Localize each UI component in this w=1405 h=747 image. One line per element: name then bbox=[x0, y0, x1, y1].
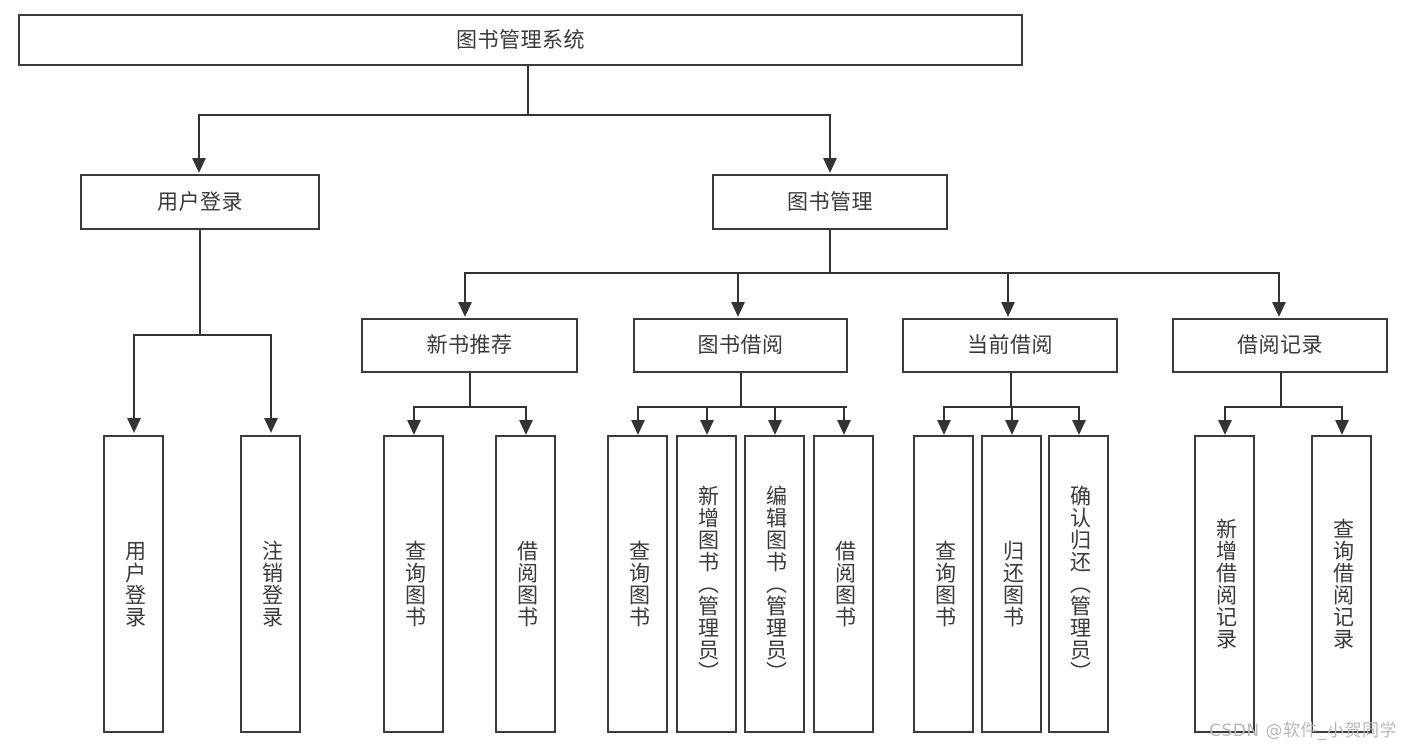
edge-current-borrow-stem bbox=[1010, 373, 1012, 408]
arrowhead-book-borrow-leaf1 bbox=[631, 420, 645, 435]
node-book-borrow[interactable]: 图书借阅 bbox=[633, 318, 848, 373]
leaf-label: 查询图书 bbox=[402, 540, 427, 628]
leaf-label: 新增借阅记录 bbox=[1213, 518, 1238, 650]
leaf-current-borrow-return-book[interactable]: 归还图书 bbox=[981, 435, 1042, 733]
arrowhead-borrow-record-leaf1 bbox=[1218, 420, 1232, 435]
node-label: 借阅记录 bbox=[1237, 333, 1323, 358]
arrowhead-user-login-child1 bbox=[127, 418, 141, 433]
leaf-label: 注销登录 bbox=[259, 540, 284, 628]
leaf-label: 用户登录 bbox=[122, 540, 147, 628]
edge-root-to-book-manage bbox=[829, 114, 831, 160]
edge-user-login-bus bbox=[133, 334, 271, 336]
node-book-management[interactable]: 图书管理 bbox=[712, 174, 948, 230]
arrowhead-current-borrow-leaf3 bbox=[1072, 420, 1086, 435]
arrowhead-borrow-record bbox=[1272, 302, 1286, 317]
leaf-book-borrow-edit-book-admin[interactable]: 编辑图书（管理员） bbox=[744, 435, 805, 733]
arrowhead-new-book-leaf1 bbox=[407, 420, 421, 435]
edge-current-borrow-leaf3 bbox=[1078, 406, 1080, 422]
node-current-borrow[interactable]: 当前借阅 bbox=[902, 318, 1118, 373]
node-label: 当前借阅 bbox=[967, 333, 1053, 358]
node-user-login[interactable]: 用户登录 bbox=[80, 174, 320, 230]
edge-book-borrow-leaf2 bbox=[706, 406, 708, 422]
edge-book-manage-bus bbox=[464, 272, 1280, 274]
node-label: 图书管理系统 bbox=[456, 27, 585, 52]
leaf-label: 确认归还（管理员） bbox=[1067, 485, 1092, 683]
arrowhead-user-login bbox=[192, 158, 206, 173]
arrowhead-new-book-leaf2 bbox=[519, 420, 533, 435]
edge-root-to-user-login bbox=[198, 114, 200, 160]
edge-user-login-child1 bbox=[133, 334, 135, 420]
leaf-current-borrow-query-book[interactable]: 查询图书 bbox=[913, 435, 974, 733]
edge-borrow-record-leaf1 bbox=[1224, 406, 1226, 422]
leaf-borrow-record-add-record[interactable]: 新增借阅记录 bbox=[1194, 435, 1255, 733]
leaf-user-login-login[interactable]: 用户登录 bbox=[103, 435, 164, 733]
edge-user-login-stem bbox=[199, 230, 201, 336]
leaf-current-borrow-confirm-return-admin[interactable]: 确认归还（管理员） bbox=[1048, 435, 1109, 733]
arrowhead-book-borrow-leaf3 bbox=[768, 420, 782, 435]
arrowhead-current-borrow-leaf1 bbox=[937, 420, 951, 435]
node-root-book-management-system[interactable]: 图书管理系统 bbox=[18, 14, 1023, 66]
arrowhead-book-borrow bbox=[731, 302, 745, 317]
edge-borrow-record-leaf2 bbox=[1341, 406, 1343, 422]
node-label: 用户登录 bbox=[157, 189, 243, 214]
edge-borrow-record-stem bbox=[1280, 373, 1282, 408]
edge-book-manage-stem bbox=[829, 230, 831, 274]
arrowhead-current-borrow bbox=[1001, 302, 1015, 317]
leaf-label: 新增图书（管理员） bbox=[695, 485, 720, 683]
edge-new-book-leaf1 bbox=[413, 406, 415, 422]
arrowhead-new-book-recommend bbox=[458, 302, 472, 317]
edge-root-stem bbox=[527, 66, 529, 115]
edge-book-borrow-leaf4 bbox=[843, 406, 845, 422]
arrowhead-current-borrow-leaf2 bbox=[1005, 420, 1019, 435]
leaf-label: 借阅图书 bbox=[514, 540, 539, 628]
arrowhead-book-borrow-leaf4 bbox=[837, 420, 851, 435]
arrowhead-book-manage bbox=[823, 158, 837, 173]
edge-root-bus bbox=[198, 114, 830, 116]
edge-book-borrow-bus bbox=[637, 406, 847, 408]
node-new-book-recommend[interactable]: 新书推荐 bbox=[361, 318, 578, 373]
arrowhead-borrow-record-leaf2 bbox=[1335, 420, 1349, 435]
leaf-user-login-logout[interactable]: 注销登录 bbox=[240, 435, 301, 733]
node-label: 图书借阅 bbox=[697, 333, 784, 358]
edge-book-manage-to-new-book bbox=[464, 272, 466, 304]
leaf-new-book-borrow-book[interactable]: 借阅图书 bbox=[495, 435, 556, 733]
leaf-book-borrow-query-book[interactable]: 查询图书 bbox=[607, 435, 668, 733]
edge-book-borrow-stem bbox=[740, 373, 742, 408]
node-borrow-record[interactable]: 借阅记录 bbox=[1172, 318, 1388, 373]
arrowhead-book-borrow-leaf2 bbox=[700, 420, 714, 435]
leaf-label: 编辑图书（管理员） bbox=[763, 485, 788, 683]
leaf-label: 借阅图书 bbox=[832, 540, 857, 628]
edge-user-login-child2 bbox=[270, 334, 272, 420]
node-label: 新书推荐 bbox=[426, 333, 513, 358]
leaf-new-book-query-book[interactable]: 查询图书 bbox=[383, 435, 444, 733]
node-label: 图书管理 bbox=[787, 189, 873, 214]
leaf-label: 查询借阅记录 bbox=[1330, 518, 1355, 650]
edge-current-borrow-leaf2 bbox=[1011, 406, 1013, 422]
edge-new-book-bus bbox=[413, 406, 527, 408]
arrowhead-user-login-child2 bbox=[264, 418, 278, 433]
leaf-book-borrow-borrow-book[interactable]: 借阅图书 bbox=[813, 435, 874, 733]
edge-current-borrow-leaf1 bbox=[943, 406, 945, 422]
leaf-book-borrow-add-book-admin[interactable]: 新增图书（管理员） bbox=[676, 435, 737, 733]
edge-book-manage-to-book-borrow bbox=[737, 272, 739, 304]
edge-book-manage-to-current-borrow bbox=[1007, 272, 1009, 304]
leaf-label: 归还图书 bbox=[1000, 540, 1025, 628]
edge-book-borrow-leaf1 bbox=[637, 406, 639, 422]
leaf-label: 查询图书 bbox=[932, 540, 957, 628]
edge-new-book-leaf2 bbox=[525, 406, 527, 422]
edge-book-borrow-leaf3 bbox=[774, 406, 776, 422]
edge-new-book-stem bbox=[469, 373, 471, 408]
leaf-label: 查询图书 bbox=[626, 540, 651, 628]
leaf-borrow-record-query-record[interactable]: 查询借阅记录 bbox=[1311, 435, 1372, 733]
edge-book-manage-to-borrow-record bbox=[1278, 272, 1280, 304]
edge-borrow-record-bus bbox=[1224, 406, 1342, 408]
